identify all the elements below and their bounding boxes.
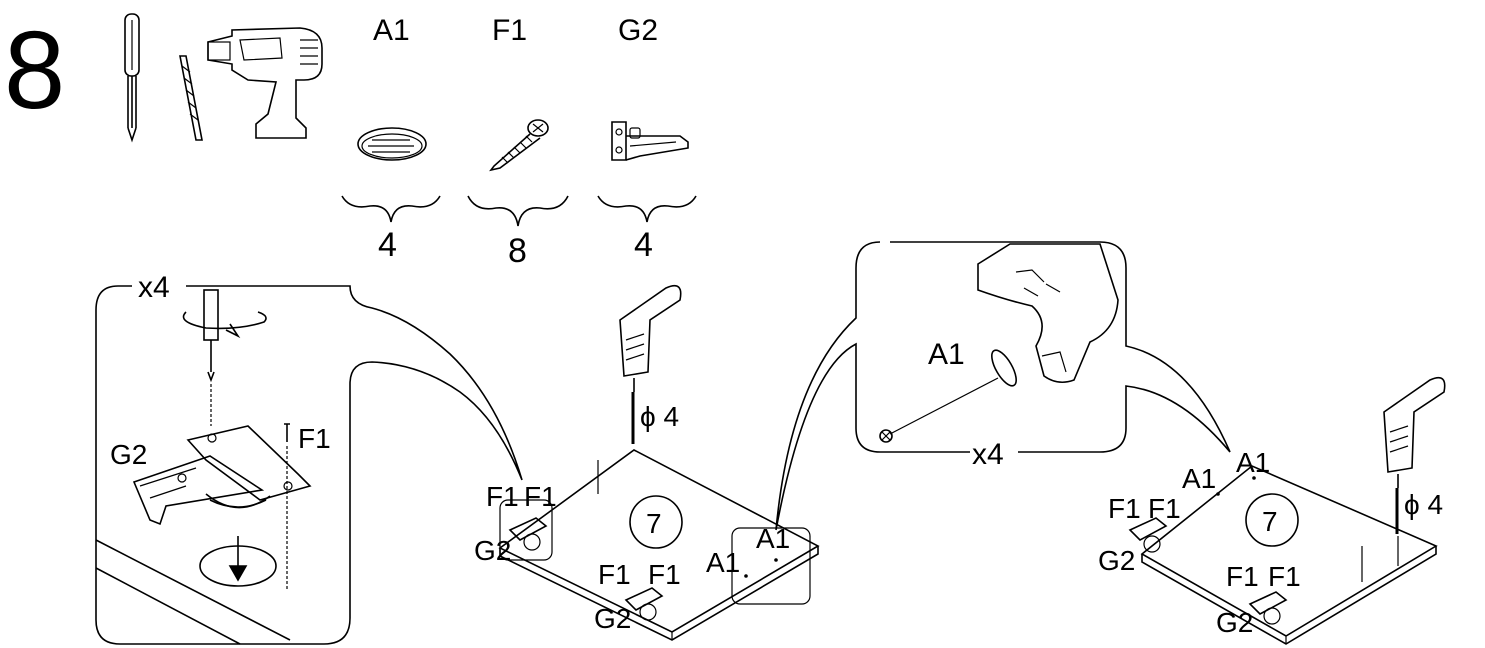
part-code-f1: F1 [492,14,527,47]
detail-cap-install: x4 A1 [775,241,1231,531]
board-center-f1-label-1: F1 [486,481,519,512]
part-quantity-g2: 4 [634,226,653,264]
part-quantity-a1: 4 [378,226,397,264]
board-right-g2-label-2: G2 [1216,607,1253,638]
part-code-g2: G2 [618,14,658,47]
detail-left-hinge-label: G2 [110,439,147,470]
board-right: 7 ϕ 4 A1 A1 F1 F1 G2 F1 F1 G2 [1098,376,1446,645]
detail-right-cap-label: A1 [928,338,965,371]
cap-icon [357,127,427,161]
board-right-panel-number: 7 [1262,506,1278,537]
screwdriver-icon [124,13,140,143]
power-drill-icon [207,27,323,139]
detail-left-repeat: x4 [138,271,170,304]
detail-left-screw-label: F1 [298,423,331,454]
detail-right-repeat: x4 [972,438,1004,471]
board-center-a1-label-2: A1 [756,523,790,554]
screw-icon [489,119,549,172]
board-right-f1-label-1: F1 [1108,493,1141,524]
board-center: 7 ϕ 4 F1 F1 G2 F1 F1 G2 A1 A1 [474,284,820,641]
board-center-f1-label-4: F1 [648,559,681,590]
quantity-brace-f1 [467,195,569,227]
part-quantity-f1: 8 [508,232,527,270]
quantity-brace-g2 [597,195,697,223]
board-right-f1-label-2: F1 [1148,493,1181,524]
hinge-icon [611,121,689,161]
board-right-g2-label-1: G2 [1098,545,1135,576]
quantity-brace-a1 [341,195,441,223]
board-center-a1-label-1: A1 [706,547,740,578]
board-right-f1-label-4: F1 [1268,561,1301,592]
board-right-f1-label-3: F1 [1226,561,1259,592]
board-right-a1-label-1: A1 [1182,463,1216,494]
drill-bit-icon [179,55,203,141]
board-center-g2-label-2: G2 [594,603,631,634]
step-number: 8 [4,9,65,132]
board-center-drill-label: ϕ 4 [640,401,679,432]
board-center-f1-label-3: F1 [598,559,631,590]
board-center-f1-label-2: F1 [524,481,557,512]
part-code-a1: A1 [373,14,410,47]
board-right-a1-label-2: A1 [1236,447,1270,478]
board-center-g2-label-1: G2 [474,535,511,566]
detail-hinge-install: x4 G2 F1 [95,271,523,645]
board-center-panel-number: 7 [646,508,662,539]
board-right-drill-label: ϕ 4 [1404,489,1443,520]
